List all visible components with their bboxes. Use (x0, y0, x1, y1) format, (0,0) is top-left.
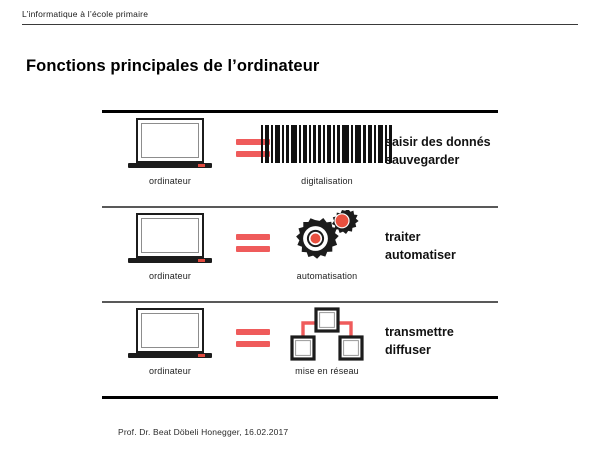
barcode-icon-area (260, 113, 392, 175)
barcode-bar (317, 125, 321, 163)
slide-header-text: L’informatique à l’école primaire (22, 9, 149, 19)
barcode-bar (302, 125, 307, 163)
table-row: ordinateur (102, 208, 498, 301)
barcode-bar (362, 125, 366, 163)
laptop-screen (141, 123, 199, 158)
equals-icon (236, 234, 270, 252)
equals-bar-bottom (236, 246, 270, 252)
barcode-bar (373, 125, 376, 163)
function-label: diffuser (385, 343, 431, 357)
row-functions-cell: transmettre diffuser (385, 323, 505, 359)
barcode-bar (312, 125, 316, 163)
network-node-right (338, 335, 364, 361)
barcode-bar (290, 125, 297, 163)
equals-bar-top (236, 139, 270, 145)
equals-bar-bottom (236, 151, 270, 157)
equals-cell (230, 329, 276, 359)
row-computer-cell: ordinateur (102, 113, 238, 206)
table-row: ordinateur (102, 303, 498, 396)
laptop-icon-area (102, 113, 238, 175)
concept-caption: mise en réseau (295, 366, 359, 376)
large-gear-icon (296, 218, 339, 259)
slide-header: L’informatique à l’école primaire (22, 8, 578, 25)
function-label: automatiser (385, 248, 456, 262)
concept-caption: digitalisation (301, 176, 353, 186)
barcode-bar (298, 125, 301, 163)
equals-icon (236, 139, 270, 157)
barcode-bar (281, 125, 284, 163)
barcode-bar (308, 125, 311, 163)
laptop-lid (136, 308, 204, 353)
barcode-bar (332, 125, 335, 163)
row-functions-cell: saisir des donnés sauvegarder (385, 133, 505, 169)
table-rule-bottom (102, 396, 498, 399)
barcode-bar (274, 125, 280, 163)
computer-caption: ordinateur (148, 176, 192, 186)
function-label: transmettre (385, 325, 454, 339)
barcode-bar (350, 125, 353, 163)
laptop-lid (136, 118, 204, 163)
equals-bar-bottom (236, 341, 270, 347)
barcode-bar (260, 125, 263, 163)
small-gear-icon (331, 210, 359, 234)
function-label: traiter (385, 230, 421, 244)
barcode-bar (326, 125, 331, 163)
barcode-bar (341, 125, 349, 163)
barcode-bar (354, 125, 361, 163)
laptop-icon (128, 118, 212, 170)
network-node-top (314, 307, 340, 333)
laptop-led-icon (198, 259, 205, 262)
equals-cell (230, 234, 276, 264)
barcode-bar (270, 125, 273, 163)
equals-bar-top (236, 329, 270, 335)
barcode-bar (377, 125, 383, 163)
barcode-bar (336, 125, 340, 163)
barcode-bar (264, 125, 269, 163)
concept-caption: automatisation (296, 271, 358, 281)
computer-caption: ordinateur (148, 271, 192, 281)
table-rule-top (102, 110, 498, 113)
row-concept-cell: digitalisation (260, 113, 392, 206)
slide-footer: Prof. Dr. Beat Döbeli Honegger, 16.02.20… (118, 427, 289, 437)
laptop-led-icon (198, 164, 205, 167)
laptop-screen (141, 218, 199, 253)
laptop-lid (136, 213, 204, 258)
barcode-icon (260, 125, 394, 163)
row-computer-cell: ordinateur (102, 208, 238, 301)
function-label: sauvegarder (385, 153, 460, 167)
gears-icon (296, 210, 359, 259)
laptop-base (128, 163, 212, 168)
barcode-bar (367, 125, 372, 163)
row-concept-cell: automatisation (270, 208, 384, 301)
barcode-bar (384, 125, 387, 163)
equals-icon (236, 329, 270, 347)
row-computer-cell: ordinateur (102, 303, 238, 396)
table-rule-1 (102, 206, 498, 208)
equals-bar-top (236, 234, 270, 240)
laptop-icon (128, 213, 212, 265)
equals-cell (230, 139, 276, 169)
network-icon-area (270, 303, 384, 365)
table-row: ordinateur digitalisation saisir des don… (102, 113, 498, 206)
network-icon (290, 307, 364, 361)
laptop-base (128, 353, 212, 358)
laptop-icon-area (102, 303, 238, 365)
laptop-led-icon (198, 354, 205, 357)
function-label: saisir des donnés (385, 135, 491, 149)
laptop-base (128, 258, 212, 263)
laptop-icon (128, 308, 212, 360)
computer-caption: ordinateur (148, 366, 192, 376)
functions-table: ordinateur digitalisation saisir des don… (102, 110, 498, 399)
page-title: Fonctions principales de l’ordinateur (26, 57, 320, 75)
network-node-left (290, 335, 316, 361)
laptop-icon-area (102, 208, 238, 270)
barcode-bar (322, 125, 325, 163)
row-concept-cell: mise en réseau (270, 303, 384, 396)
row-functions-cell: traiter automatiser (385, 228, 505, 264)
gears-icon-area (270, 208, 384, 270)
laptop-screen (141, 313, 199, 348)
barcode-bar (388, 125, 392, 163)
barcode-bar (285, 125, 289, 163)
table-rule-2 (102, 301, 498, 303)
